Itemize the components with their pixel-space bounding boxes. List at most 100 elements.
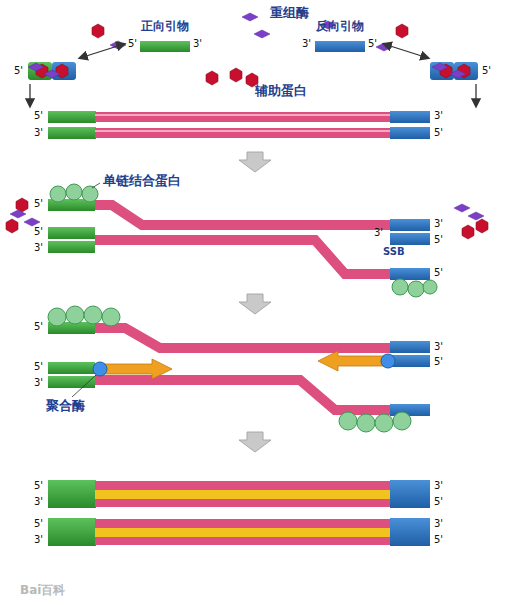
strand-end-label: 5' bbox=[434, 357, 443, 367]
ssb-protein bbox=[375, 414, 393, 432]
step-arrow bbox=[239, 294, 271, 314]
primer-site bbox=[390, 480, 430, 508]
strand-end-label: 5' bbox=[34, 362, 43, 372]
primer-node: 正向引物 bbox=[135, 20, 195, 52]
strand-end-label: 5' bbox=[434, 268, 443, 278]
primer-site bbox=[390, 127, 430, 139]
strand-end-label: 3' bbox=[34, 497, 43, 507]
recombinase bbox=[468, 212, 484, 220]
strand-end-label: 3' bbox=[434, 111, 443, 121]
dna-strand bbox=[95, 240, 390, 274]
dna-strand bbox=[95, 205, 390, 225]
accessory-protein bbox=[206, 71, 218, 85]
strand-end-label: 5' bbox=[34, 227, 43, 237]
strand-end-label: 5' bbox=[434, 128, 443, 138]
recombinase bbox=[450, 70, 466, 78]
dna-strand bbox=[95, 128, 390, 138]
leader-line bbox=[72, 375, 96, 397]
primer-site bbox=[390, 518, 430, 546]
recombinase bbox=[242, 13, 258, 21]
extension-arrow bbox=[318, 351, 385, 371]
binding-arrow bbox=[80, 44, 124, 58]
ssb-protein bbox=[50, 186, 66, 202]
dna-duplex bbox=[95, 481, 390, 507]
part-label: 聚合酶 bbox=[46, 399, 85, 412]
strand-end-label: 5' bbox=[34, 481, 43, 491]
primer-complex bbox=[430, 62, 454, 80]
accessory-protein bbox=[6, 219, 18, 233]
part-label: 辅助蛋白 bbox=[255, 84, 307, 97]
primer-node: 反向引物 bbox=[310, 20, 370, 52]
strand-end-label: 3' bbox=[34, 128, 43, 138]
accessory-protein bbox=[476, 219, 488, 233]
strand-end-label: 5' bbox=[34, 322, 43, 332]
ssb-protein bbox=[82, 186, 98, 202]
polymerase bbox=[93, 362, 107, 376]
primer-site bbox=[48, 518, 96, 546]
strand-end-label: 5' bbox=[128, 39, 137, 49]
recombinase bbox=[432, 63, 448, 71]
primer-site bbox=[48, 227, 95, 239]
strand-end-label: 5' bbox=[482, 66, 491, 76]
strand-end-label: 5' bbox=[34, 199, 43, 209]
accessory-protein bbox=[462, 225, 474, 239]
strand-end-label: 3' bbox=[434, 519, 443, 529]
ssb-protein bbox=[357, 414, 375, 432]
strand-end-label: 3' bbox=[34, 243, 43, 253]
primer-site bbox=[48, 241, 95, 253]
primer-site bbox=[390, 341, 430, 353]
strand-end-label: 3' bbox=[34, 535, 43, 545]
ssb-protein bbox=[66, 184, 82, 200]
primer-complex bbox=[52, 62, 76, 80]
binding-arrow bbox=[29, 84, 30, 106]
dna-strand bbox=[95, 380, 390, 410]
strand-end-label: 5' bbox=[368, 39, 377, 49]
step-arrow bbox=[239, 152, 271, 172]
strand-end-label: 5' bbox=[434, 497, 443, 507]
strand-end-label: 3' bbox=[374, 228, 383, 238]
strand-highlight bbox=[95, 130, 390, 132]
primer-label: 正向引物 bbox=[135, 20, 195, 32]
strand-end-label: 5' bbox=[434, 235, 443, 245]
dna-strand bbox=[95, 328, 390, 348]
dna-strand bbox=[95, 112, 390, 122]
primer-complex bbox=[28, 62, 52, 80]
recombinase bbox=[10, 210, 26, 218]
accessory-protein bbox=[230, 68, 242, 82]
ssb-protein bbox=[423, 280, 437, 294]
ssb-protein bbox=[102, 308, 120, 326]
strand-highlight bbox=[95, 114, 390, 116]
ssb-protein bbox=[392, 279, 408, 295]
ssb-protein bbox=[48, 308, 66, 326]
accessory-protein bbox=[92, 24, 104, 38]
new-strand bbox=[95, 528, 390, 537]
primer-site bbox=[48, 127, 96, 139]
binding-arrow bbox=[475, 84, 476, 106]
strand-end-label: 5' bbox=[434, 535, 443, 545]
primer-label: 反向引物 bbox=[310, 20, 370, 32]
step-arrow bbox=[239, 432, 271, 452]
strand-end-label: 5' bbox=[14, 66, 23, 76]
strand-end-label: 5' bbox=[34, 111, 43, 121]
accessory-protein bbox=[396, 24, 408, 38]
ssb-protein bbox=[408, 281, 424, 297]
strand-end-label: 5' bbox=[34, 519, 43, 529]
primer-site bbox=[48, 111, 96, 123]
primer-bar bbox=[315, 41, 365, 52]
part-label: 单链结合蛋白 bbox=[103, 174, 181, 187]
primer-site bbox=[48, 480, 96, 508]
strand-end-label: 3' bbox=[434, 342, 443, 352]
primer-site bbox=[390, 233, 430, 245]
primer bbox=[390, 268, 430, 280]
recombinase bbox=[44, 70, 60, 78]
strand-end-label: 3' bbox=[34, 378, 43, 388]
recombinase bbox=[28, 63, 44, 71]
primer-site bbox=[390, 111, 430, 123]
dna-duplex bbox=[95, 519, 390, 545]
part-label: SSB bbox=[383, 247, 405, 257]
strand-end-label: 3' bbox=[434, 481, 443, 491]
leader-line bbox=[92, 183, 100, 188]
ssb-protein bbox=[393, 412, 411, 430]
